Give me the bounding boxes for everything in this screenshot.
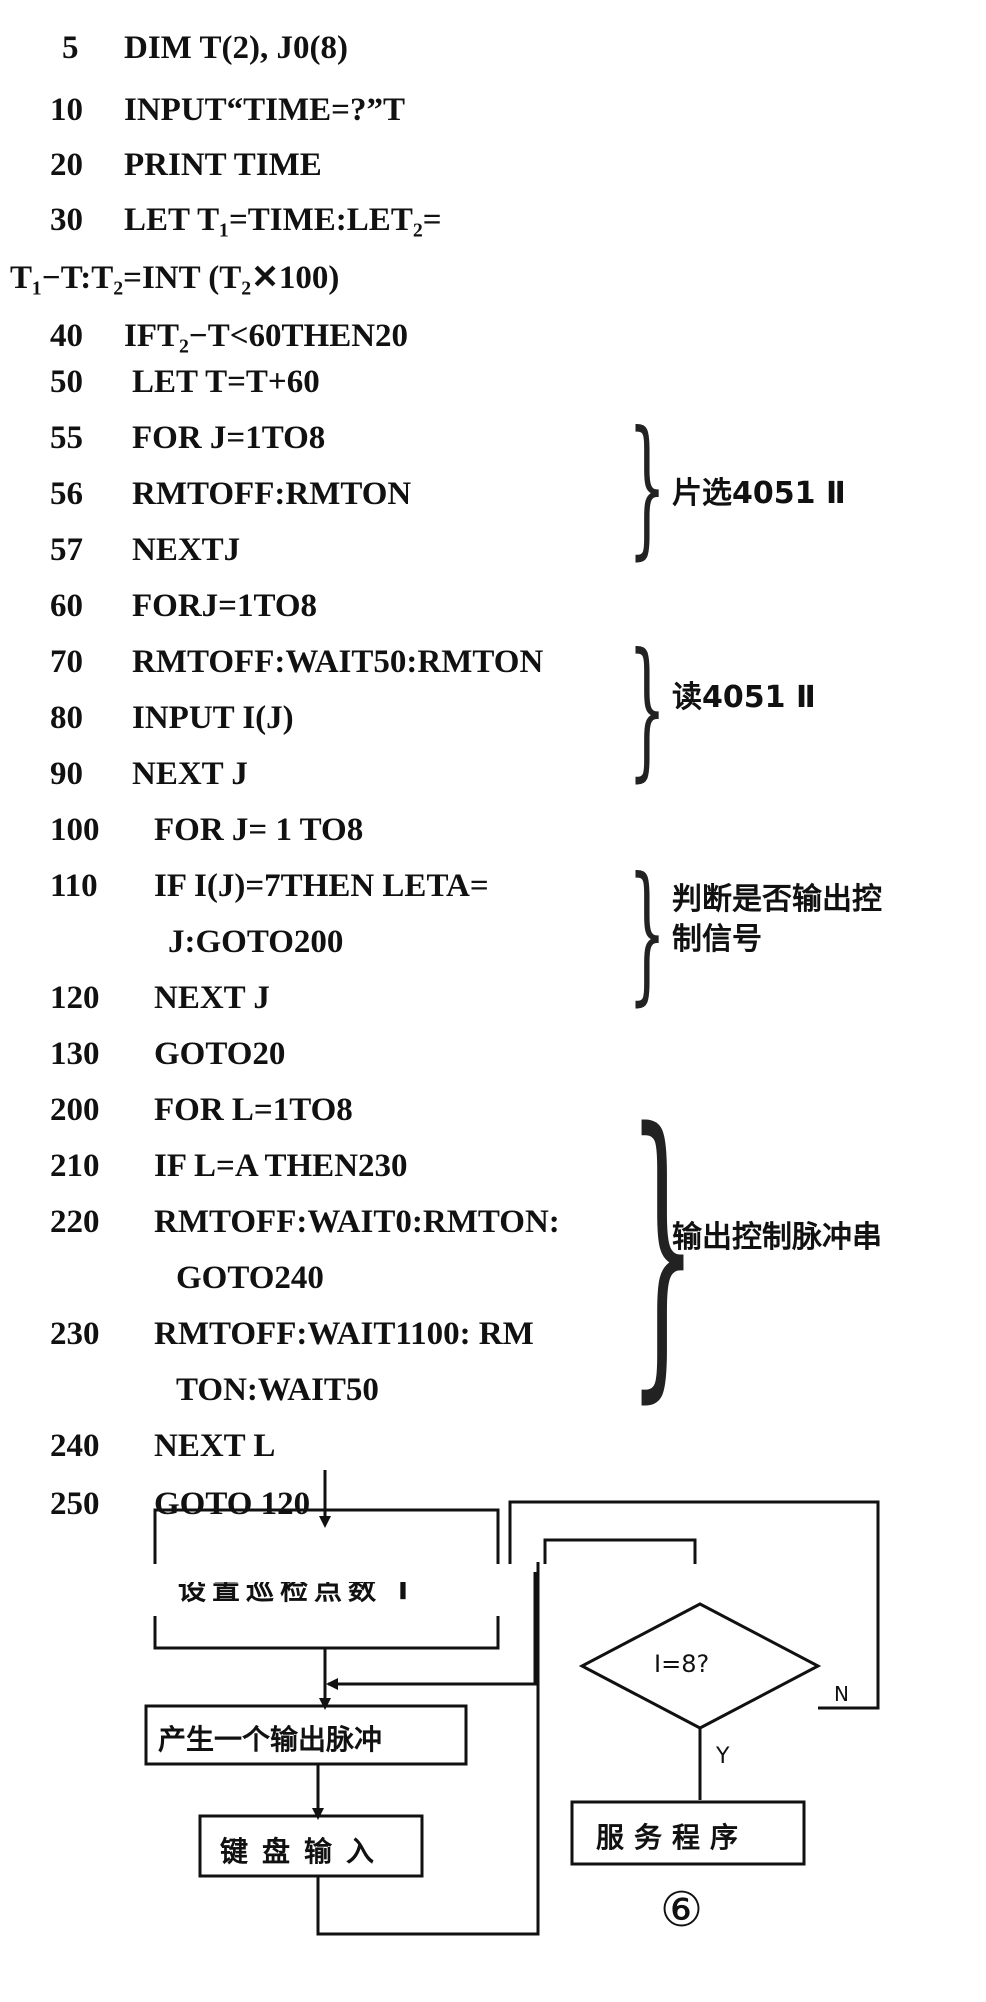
flowchart-box-set-points: 设置巡检点数 I: [178, 1573, 415, 1606]
flowchart-label-no: N: [834, 1682, 849, 1706]
flowchart-box-output-pulse: 产生一个输出脉冲: [158, 1723, 383, 1756]
brace-right: }: [628, 846, 667, 1020]
annotation-output-pulse-train: 输出控制脉冲串: [672, 1220, 882, 1255]
code-line: T₁−T:T₂=INT (T₂✕100): [10, 260, 340, 296]
brace-right: }: [628, 622, 667, 796]
code-line: J:GOTO200: [168, 924, 344, 960]
flowchart: 设置巡检点数 I 产生一个输出脉冲 键盘输入 I=8? N Y 服务程序 ⑥: [0, 1470, 986, 2002]
flowchart-box-keyboard-input: 键盘输入: [220, 1835, 389, 1868]
figure-number: ⑥: [660, 1882, 704, 1938]
brace-right: }: [628, 1068, 698, 1429]
flowchart-label-yes: Y: [716, 1744, 730, 1769]
flowchart-lines: [144, 1470, 880, 1936]
annotation-decide-output: 判断是否输出控 制信号: [672, 882, 882, 957]
annotation-read: 读4051 Ⅱ: [672, 680, 816, 715]
brace-right: }: [628, 400, 667, 574]
annotation-chip-select: 片选4051 Ⅱ: [672, 476, 846, 511]
flowchart-decision: I=8?: [654, 1650, 710, 1678]
flowchart-box-service-routine: 服务程序: [596, 1821, 749, 1854]
code-line: TON:WAIT50: [176, 1372, 379, 1408]
code-line: GOTO240: [176, 1260, 324, 1296]
